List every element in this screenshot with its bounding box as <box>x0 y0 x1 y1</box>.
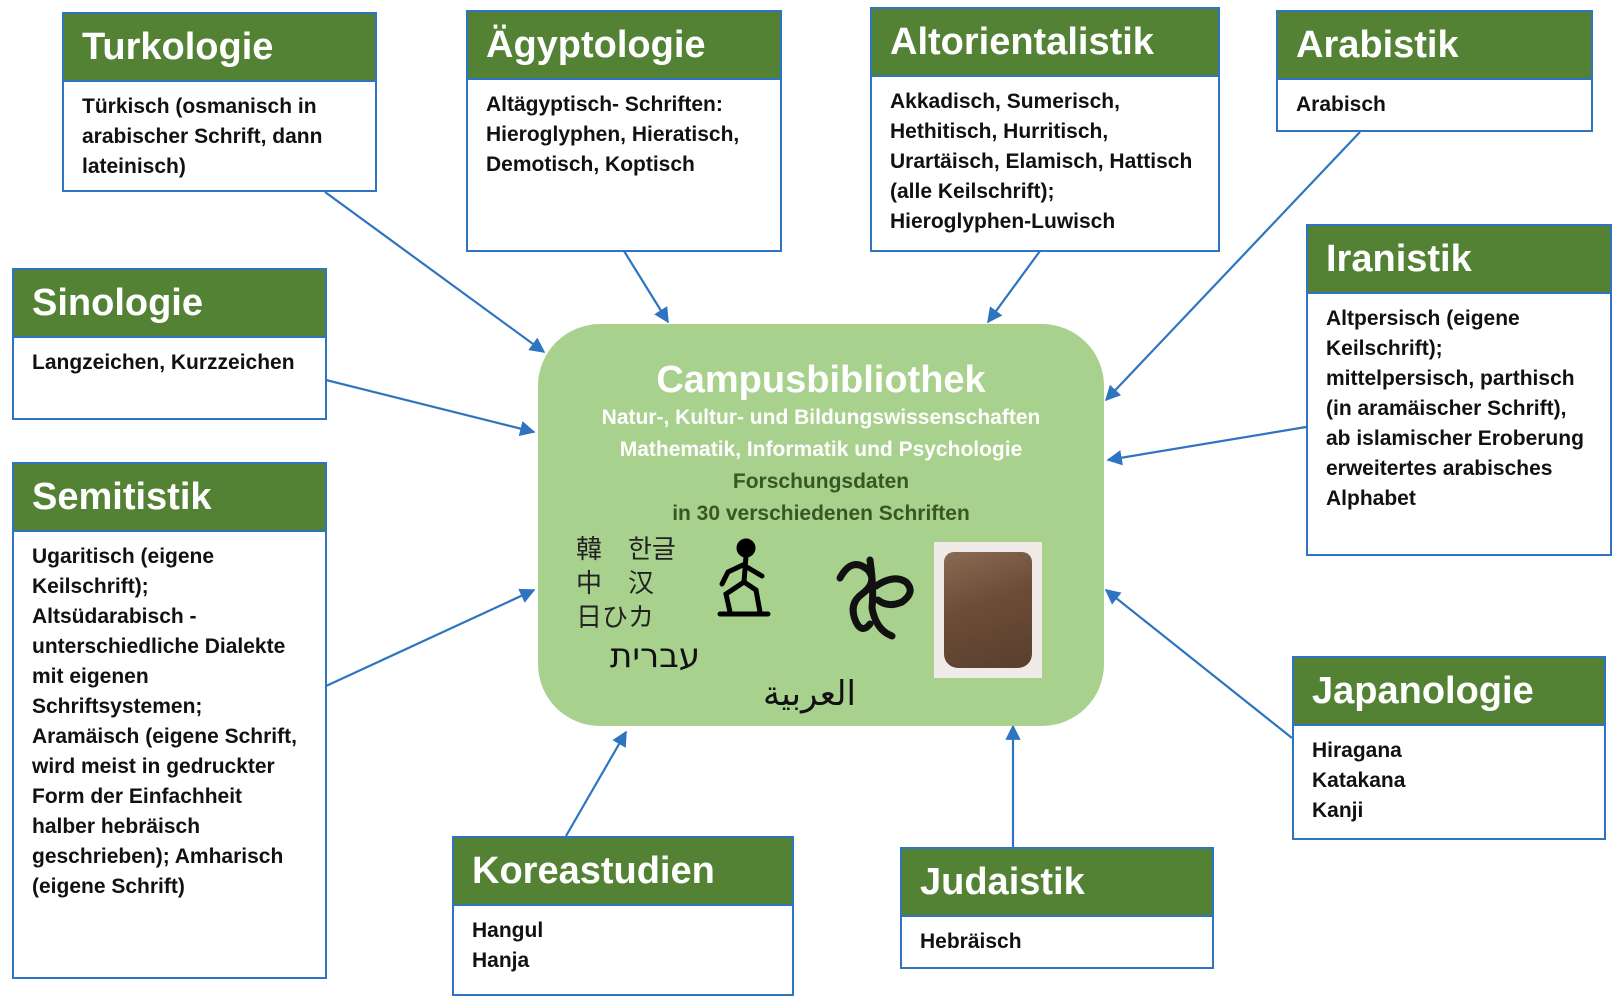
cuneiform-tablet-image <box>934 542 1042 678</box>
center-line-research-data: Forschungsdaten <box>732 469 910 493</box>
box-text: Akkadisch, Sumerisch, Hethitisch, Hurrit… <box>890 90 1193 233</box>
seated-figure-hieroglyph-icon <box>717 538 771 617</box>
box-text: Hangul Hanja <box>472 919 544 972</box>
box-text: Langzeichen, Kurzzeichen <box>32 351 295 374</box>
box-title: Altorientalistik <box>872 9 1218 77</box>
arrow-aegyptologie <box>623 250 669 324</box>
box-turkologie: Turkologie Türkisch (osmanisch in arabis… <box>62 12 377 192</box>
hebrew-script-sample: עברית <box>610 636 701 676</box>
box-arabistik: Arabistik Arabisch <box>1276 10 1593 132</box>
box-koreastudien: Koreastudien Hangul Hanja <box>452 836 794 996</box>
box-sinologie: Sinologie Langzeichen, Kurzzeichen <box>12 268 327 420</box>
box-text: Türkisch (osmanisch in arabischer Schrif… <box>82 95 323 178</box>
arabic-script-sample: العربية <box>763 674 856 714</box>
box-title: Ägyptologie <box>468 12 780 80</box>
box-title: Iranistik <box>1308 226 1610 294</box>
box-japanologie: Japanologie Hiragana Katakana Kanji <box>1292 656 1606 840</box>
center-campusbibliothek: Campusbibliothek Natur-, Kultur- und Bil… <box>538 324 1104 726</box>
box-semitistik: Semitistik Ugaritisch (eigene Keilschrif… <box>12 462 327 979</box>
center-title: Campusbibliothek <box>656 359 986 401</box>
box-title: Judaistik <box>902 849 1212 917</box>
box-title: Turkologie <box>64 14 375 82</box>
arrow-semitistik <box>325 588 536 687</box>
box-aegyptologie: Ägyptologie Altägyptisch- Schriften: Hie… <box>466 10 782 252</box>
center-line-scripts: in 30 verschiedenen Schriften <box>672 501 970 525</box>
box-altorientalistik: Altorientalistik Akkadisch, Sumerisch, H… <box>870 7 1220 252</box>
arrow-arabistik <box>1104 131 1361 402</box>
arrow-altorientalistik <box>987 250 1041 324</box>
box-title: Semitistik <box>14 464 325 532</box>
box-title: Sinologie <box>14 270 325 338</box>
box-judaistik: Judaistik Hebräisch <box>900 847 1214 969</box>
glyph-row: 中 汉 <box>576 568 655 598</box>
oracle-bone-glyph-icon <box>836 556 914 640</box>
box-text: Altpersisch (eigene Keilschrift); mittel… <box>1326 307 1584 510</box>
box-iranistik: Iranistik Altpersisch (eigene Keilschrif… <box>1306 224 1612 556</box>
box-text: Ugaritisch (eigene Keilschrift); Altsüda… <box>32 545 297 898</box>
box-title: Arabistik <box>1278 12 1591 80</box>
glyph-row: 韓 한글 <box>576 534 676 564</box>
arrow-sinologie <box>325 378 536 437</box>
arrow-iranistik <box>1106 425 1307 466</box>
center-line-disciplines: Mathematik, Informatik und Psychologie <box>619 437 1023 461</box>
box-title: Koreastudien <box>454 838 792 906</box>
box-text: Hebräisch <box>920 930 1022 953</box>
box-text: Altägyptisch- Schriften: Hieroglyphen, H… <box>486 93 740 176</box>
glyph-row: 日ひカ <box>576 602 655 632</box>
arrow-japanologie <box>1104 589 1293 739</box>
box-text: Arabisch <box>1296 93 1386 116</box>
arrow-koreastudien <box>565 730 627 837</box>
box-text: Hiragana Katakana Kanji <box>1312 739 1406 822</box>
center-line-faculties: Natur-, Kultur- und Bildungswissenschaft… <box>601 405 1041 429</box>
box-title: Japanologie <box>1294 658 1604 726</box>
cjk-glyph-sample: 韓 한글 中 汉 日ひカ <box>576 532 676 634</box>
arrow-turkologie <box>324 191 546 353</box>
